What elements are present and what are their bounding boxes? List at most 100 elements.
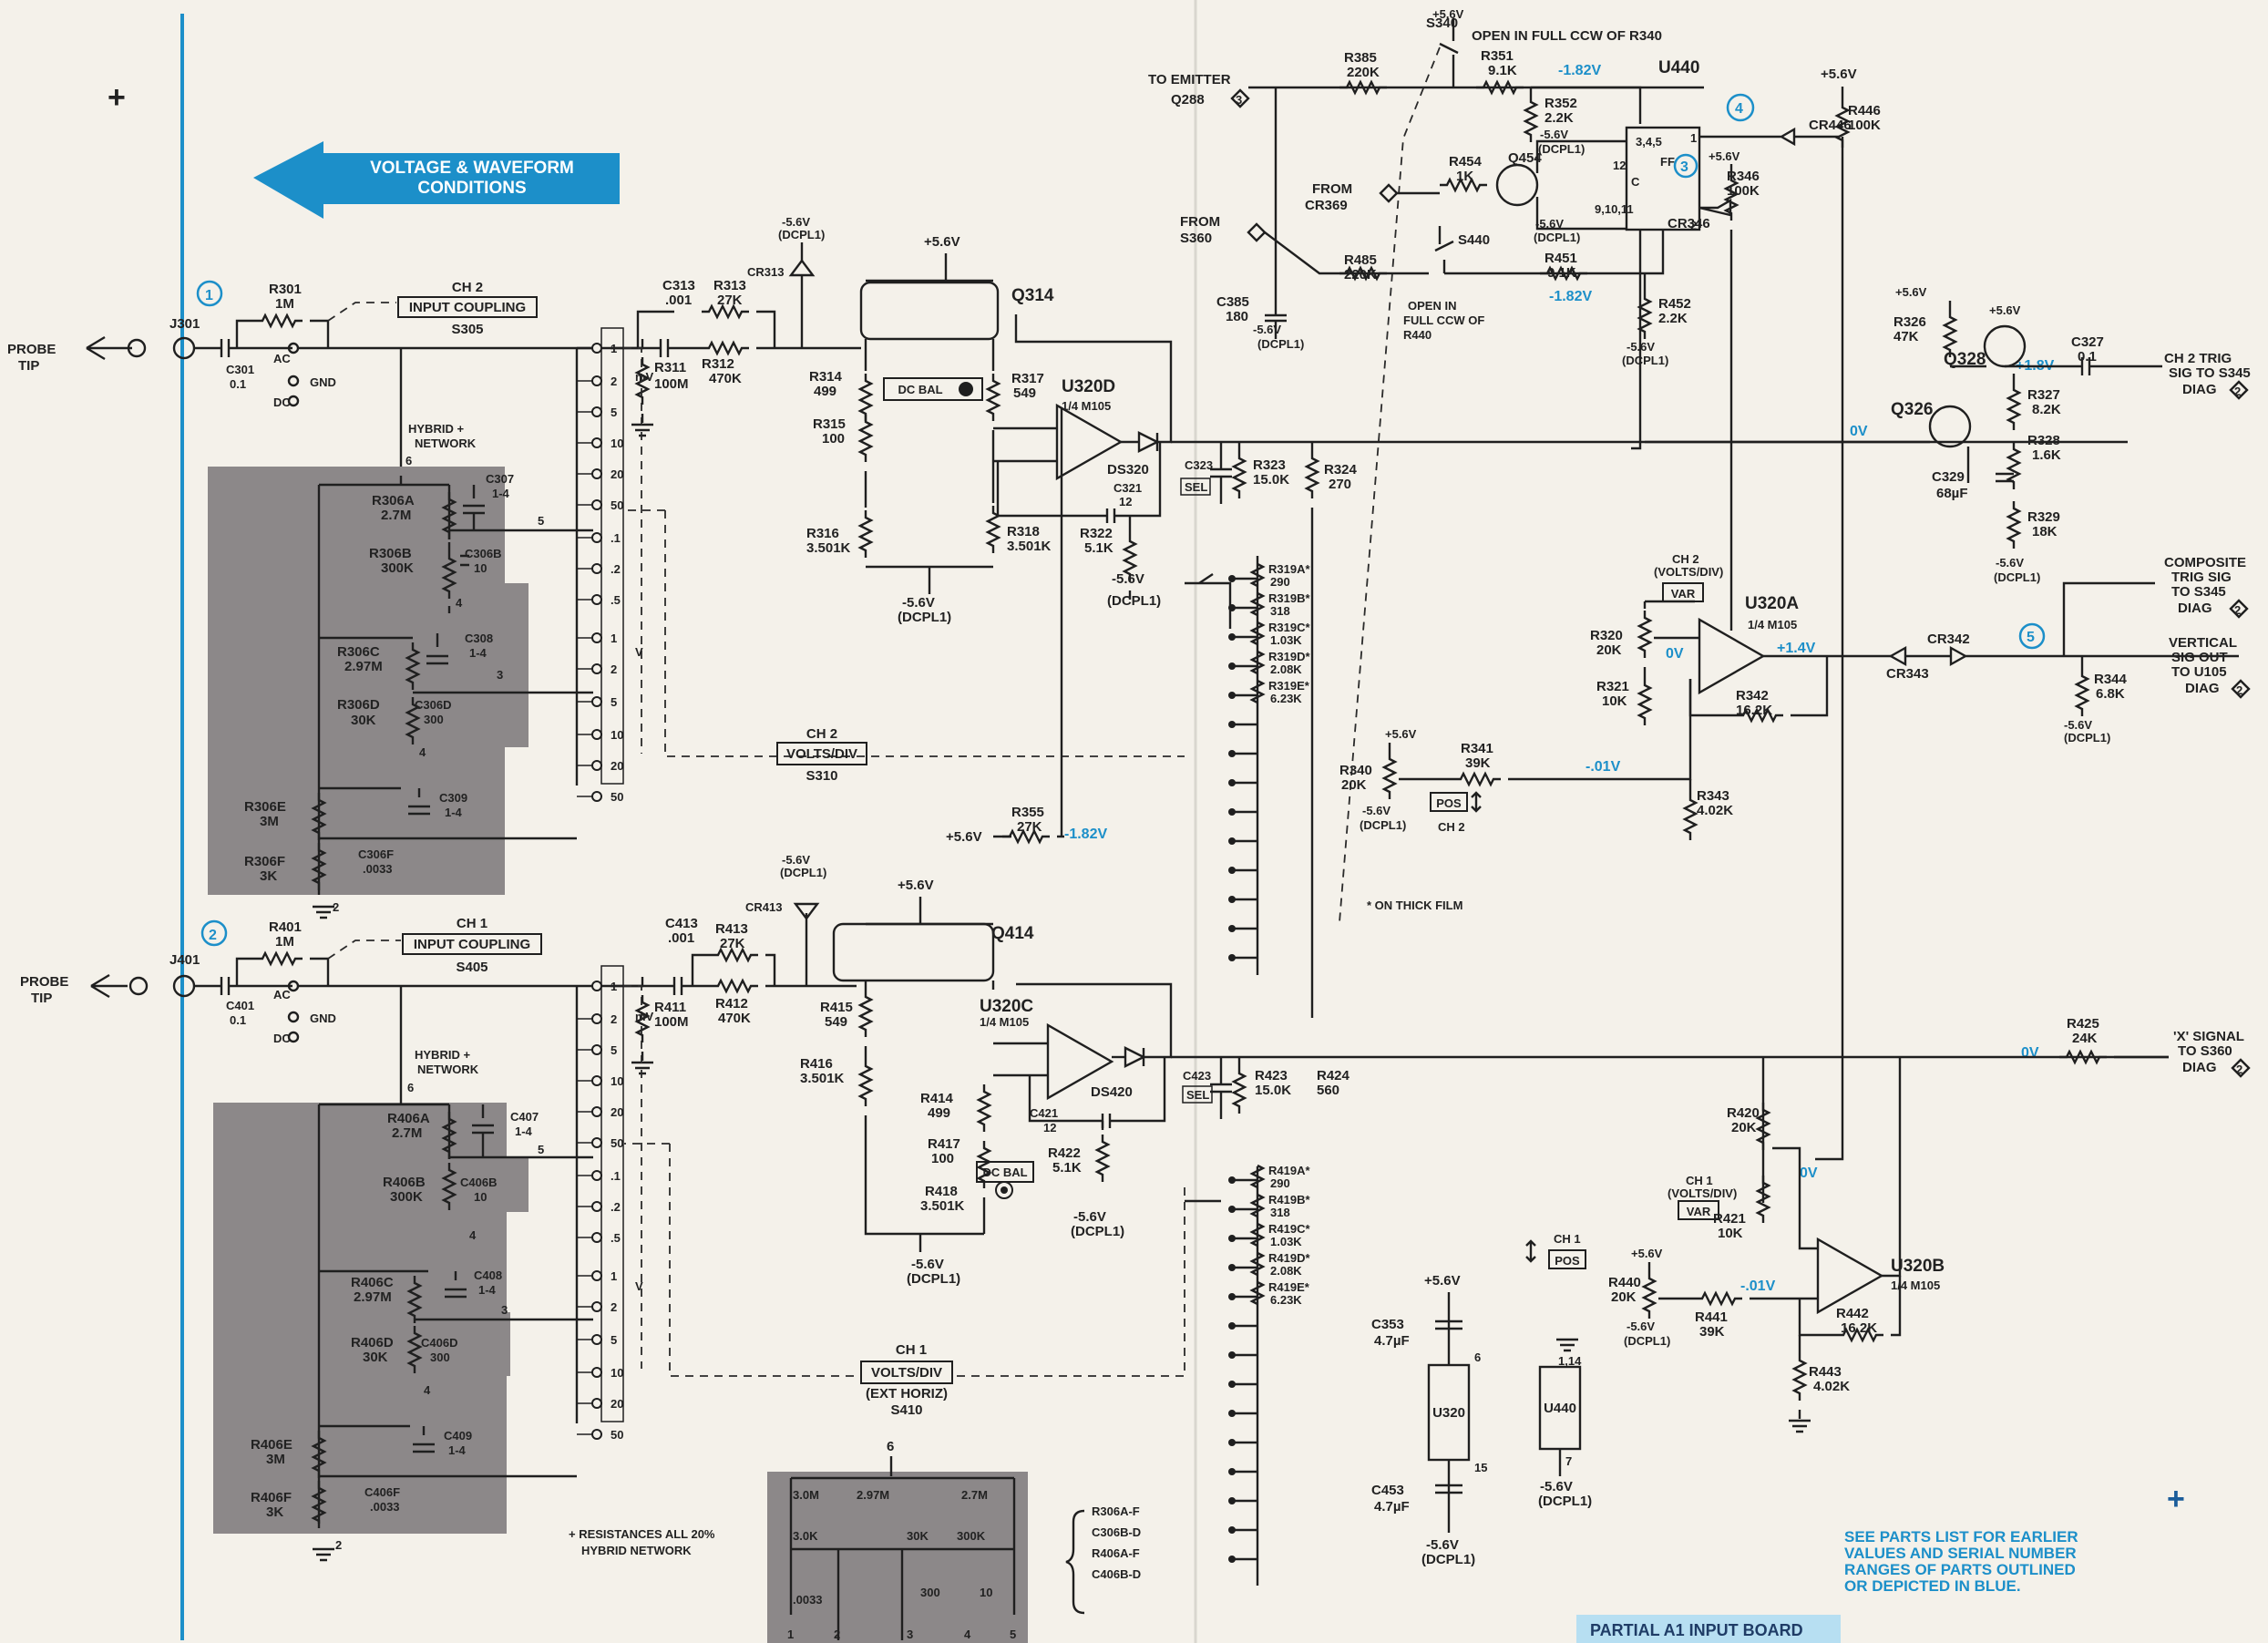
ch1-volts-div-contact: [591, 1044, 602, 1055]
u320a-triangle: [1698, 617, 1766, 695]
svg-text:CR413: CR413: [745, 900, 782, 914]
svg-text:5: 5: [538, 514, 544, 528]
svg-text:R415: R415: [820, 1000, 853, 1015]
svg-text:4: 4: [964, 1628, 971, 1641]
svg-text:2: 2: [2236, 1063, 2242, 1076]
svg-text:1/4 M105: 1/4 M105: [1891, 1278, 1940, 1292]
svg-text:R341: R341: [1461, 741, 1493, 756]
svg-text:2.2K: 2.2K: [1544, 110, 1574, 126]
svg-text:R443: R443: [1809, 1364, 1842, 1380]
svg-text:R342: R342: [1736, 688, 1769, 703]
svg-text:S405: S405: [456, 960, 487, 975]
svg-text:U320C: U320C: [980, 997, 1033, 1016]
svg-text:6: 6: [407, 1081, 414, 1094]
svg-text:VAR: VAR: [1687, 1205, 1711, 1218]
svg-text:4.7µF: 4.7µF: [1374, 1333, 1410, 1349]
svg-text:R413: R413: [715, 921, 748, 937]
svg-text:R340: R340: [1339, 763, 1372, 778]
svg-text:R421: R421: [1713, 1211, 1746, 1227]
svg-text:R344: R344: [2094, 672, 2128, 687]
q326-transistor-icon: [1928, 405, 1972, 448]
svg-text:470K: 470K: [709, 371, 742, 386]
svg-text:AC: AC: [273, 352, 291, 365]
svg-text:6.8K: 6.8K: [2096, 686, 2125, 702]
svg-text:30K: 30K: [907, 1529, 929, 1543]
ch2-volts-div-contact: [591, 343, 602, 354]
svg-text:SIG OUT: SIG OUT: [2171, 650, 2228, 665]
svg-text:220K: 220K: [1344, 267, 1377, 282]
svg-text:R355: R355: [1011, 805, 1044, 820]
svg-text:0.1: 0.1: [230, 1013, 246, 1027]
hybrid-network-detail: [767, 1472, 1028, 1643]
ch1-volts-div-contact: [591, 1170, 602, 1181]
svg-text:27K: 27K: [1017, 819, 1042, 835]
ch1-volts-div-contact: [591, 981, 602, 991]
svg-text:2.7M: 2.7M: [381, 508, 411, 523]
svg-text:C407: C407: [510, 1110, 539, 1124]
svg-text:1,14: 1,14: [1558, 1354, 1582, 1368]
svg-text:R422: R422: [1048, 1145, 1081, 1161]
ch2-volts-div-contact: [591, 594, 602, 605]
ch1-input-coupling-box: [402, 933, 542, 955]
svg-text:-5.6V: -5.6V: [1073, 1209, 1106, 1225]
svg-text:(DCPL1): (DCPL1): [907, 1271, 960, 1287]
ch2-attenuator: C307 1-4 R306A 2.7M R306B 300K C306B 10 …: [208, 454, 577, 919]
svg-text:DS420: DS420: [1091, 1084, 1133, 1100]
ch2-volts-div-step-label: 5: [611, 695, 617, 709]
svg-text:C409: C409: [444, 1429, 472, 1443]
svg-text:+5.6V: +5.6V: [1821, 67, 1857, 82]
svg-text:R416: R416: [800, 1056, 833, 1072]
svg-text:499: 499: [814, 384, 836, 399]
ch1-volts-div-step-label: 1: [611, 1269, 617, 1283]
svg-text:15: 15: [1474, 1461, 1487, 1474]
probe-connector-icon: [127, 338, 147, 358]
svg-text:R306E: R306E: [244, 799, 286, 815]
svg-text:R406D: R406D: [351, 1335, 394, 1350]
svg-text:R406E: R406E: [251, 1437, 292, 1453]
svg-text:3.501K: 3.501K: [1007, 539, 1052, 554]
svg-text:.0033: .0033: [793, 1593, 823, 1607]
svg-text:GND: GND: [310, 375, 336, 389]
svg-text:100: 100: [931, 1151, 954, 1166]
svg-text:FF: FF: [1660, 155, 1675, 169]
svg-text:-1.82V: -1.82V: [1549, 289, 1592, 304]
svg-text:C306B: C306B: [465, 547, 501, 560]
svg-text:CONDITIONS: CONDITIONS: [417, 179, 526, 198]
ch2-volts-div-step-label: 10: [611, 728, 623, 742]
svg-text:2: 2: [2236, 683, 2242, 697]
svg-text:2.7M: 2.7M: [961, 1488, 988, 1502]
svg-text:-5.6V: -5.6V: [1540, 128, 1568, 141]
svg-text:1/4 M105: 1/4 M105: [980, 1015, 1029, 1029]
svg-text:68µF: 68µF: [1936, 486, 1968, 501]
ch2-volts-div-contact: [591, 563, 602, 574]
svg-text:7: 7: [1565, 1454, 1572, 1468]
ch2-film-resistor-value: 290: [1270, 575, 1290, 589]
svg-text:C406B: C406B: [460, 1176, 497, 1189]
ch1-volts-div-step-label: 2: [611, 1012, 617, 1026]
svg-text:3: 3: [501, 1303, 508, 1317]
svg-text:1M: 1M: [275, 934, 294, 950]
ds320-led-icon: [1137, 431, 1160, 453]
svg-text:R329: R329: [2027, 509, 2060, 525]
svg-text:U440: U440: [1658, 58, 1699, 77]
ch1-volts-div-step-label: 50: [611, 1428, 623, 1442]
svg-text:R454: R454: [1449, 154, 1483, 169]
svg-text:270: 270: [1329, 477, 1351, 492]
svg-text:S310: S310: [806, 768, 837, 784]
ch2-input-coupling-box: [397, 296, 538, 318]
svg-text:2: 2: [209, 928, 217, 943]
svg-text:C453: C453: [1371, 1483, 1404, 1498]
ch1-volts-div-step-label: 5: [611, 1043, 617, 1057]
ch2-film-resistor-value: 1.03K: [1270, 633, 1302, 647]
marker-2-icon: [200, 919, 228, 947]
ch2-film-resistor-label: R319A*: [1268, 562, 1310, 576]
ch2-volts-div-step-label: .1: [611, 531, 621, 545]
svg-text:C301: C301: [226, 363, 254, 376]
svg-text:5: 5: [538, 1143, 544, 1156]
svg-text:20K: 20K: [1611, 1289, 1637, 1305]
ch2-volts-div-contact: [591, 760, 602, 771]
svg-text:15.0K: 15.0K: [1255, 1083, 1291, 1098]
ch2-volts-div-contact: [591, 468, 602, 479]
svg-text:(DCPL1): (DCPL1): [1257, 337, 1304, 351]
